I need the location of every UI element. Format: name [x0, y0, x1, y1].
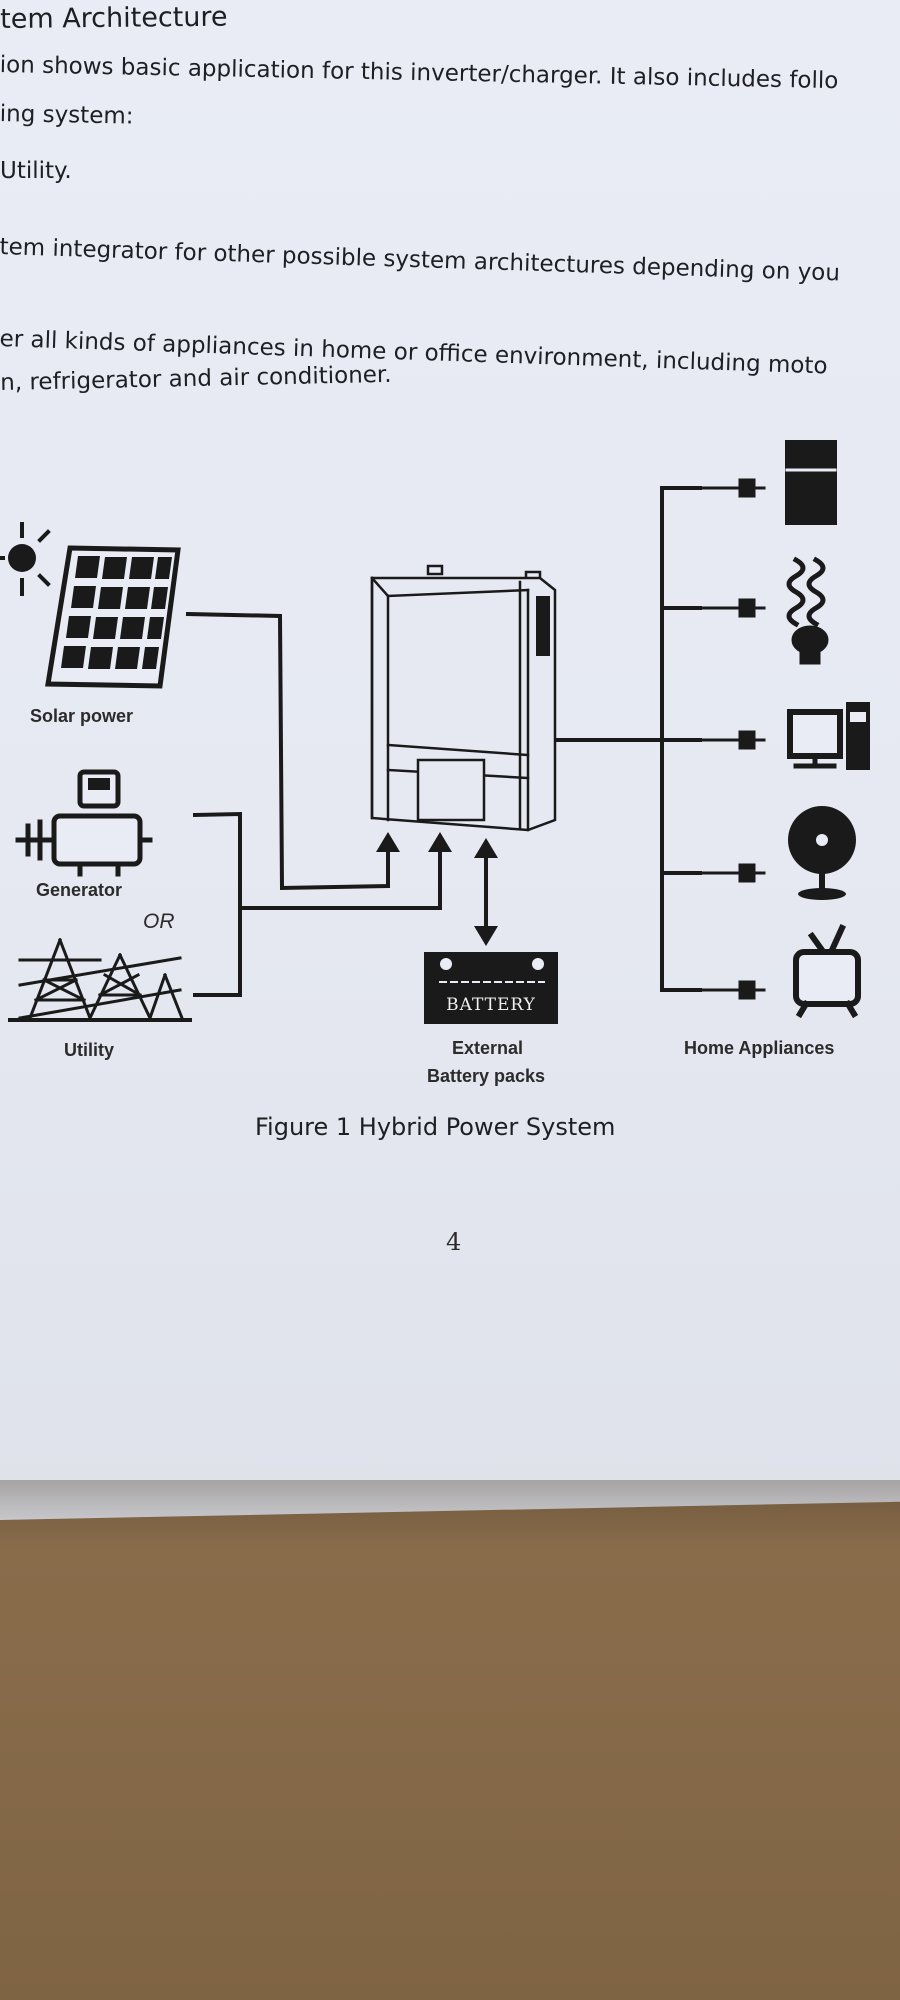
- generator-label: Generator: [36, 880, 123, 900]
- page-number: 4: [446, 1228, 462, 1256]
- arrow-heads: [376, 832, 498, 946]
- generator-icon: [15, 769, 153, 877]
- page-edge-shadow: [0, 1480, 900, 1550]
- home-appliances-label: Home Appliances: [684, 1038, 835, 1058]
- computer-icon: [787, 702, 870, 770]
- figure-caption: Figure 1 Hybrid Power System: [255, 1113, 616, 1141]
- light-bulb-icon: [786, 556, 829, 665]
- tv-icon: [793, 924, 861, 1019]
- sun-icon: [0, 522, 51, 596]
- solar-panel-icon: [45, 545, 181, 689]
- utility-tower-icon: [8, 938, 192, 1022]
- utility-label: Utility: [64, 1040, 115, 1060]
- battery-icon: [424, 952, 558, 1024]
- connection-wires: [185, 486, 702, 997]
- paragraph-line-3: Utility.: [0, 158, 72, 184]
- inverter-icon: [370, 564, 557, 832]
- refrigerator-icon: [785, 440, 837, 525]
- external-battery-label-line2: Battery packs: [427, 1066, 546, 1086]
- hybrid-power-system-diagram: BATTERY: [0, 440, 870, 1024]
- or-label: OR: [143, 910, 175, 933]
- external-battery-label-line1: External: [452, 1038, 524, 1058]
- battery-label: BATTERY: [446, 995, 536, 1015]
- fan-icon: [788, 806, 856, 900]
- solar-power-label: Solar power: [30, 706, 134, 726]
- plug-icons: [698, 478, 766, 1000]
